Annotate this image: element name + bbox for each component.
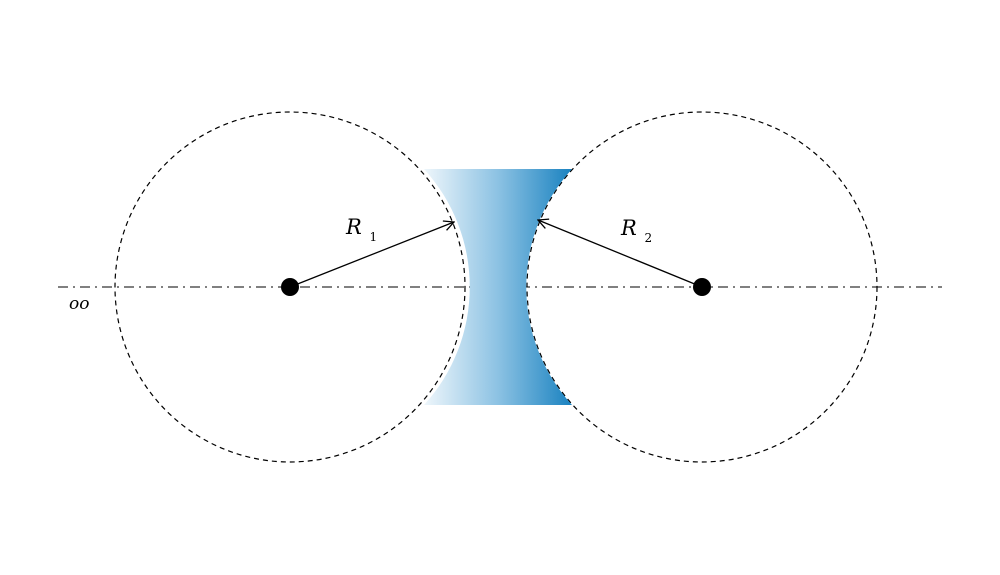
left-curvature-circle	[114, 111, 466, 463]
radius-arrow-left	[289, 222, 454, 288]
radius-label-left-symbol: R	[345, 215, 362, 239]
radius-label-left-subscript: 1	[370, 230, 378, 244]
radius-label-right: R 2	[620, 216, 652, 245]
axis-label: oo	[69, 294, 89, 314]
left-center-point	[281, 278, 299, 296]
radius-label-right-subscript: 2	[645, 231, 653, 245]
concave-lens-body	[424, 169, 572, 405]
right-center-point	[693, 278, 711, 296]
right-curvature-circle	[526, 111, 878, 463]
radius-label-left: R 1	[345, 215, 377, 244]
radius-arrow-right	[538, 220, 703, 288]
radius-label-right-symbol: R	[620, 216, 637, 240]
